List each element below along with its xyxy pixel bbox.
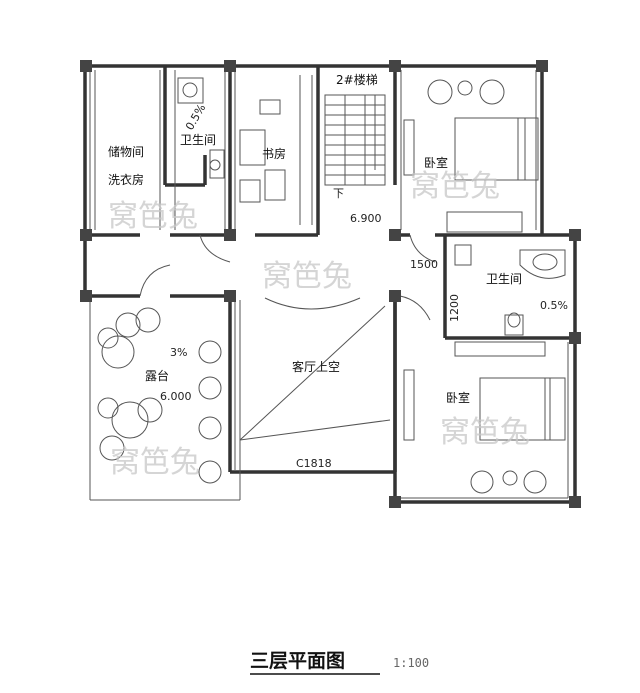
drawing-scale: 1:100: [393, 656, 429, 670]
room-storage: 储物间: [108, 144, 144, 159]
room-bedroom-top: 卧室: [424, 155, 448, 170]
elev-terrace: 6.000: [160, 390, 192, 403]
watermark: 窝笆兔: [108, 199, 198, 234]
dim-1200: 1200: [448, 294, 461, 322]
room-bath-right: 卫生间: [486, 272, 522, 286]
watermark: 窝笆兔: [262, 259, 352, 294]
bed-bottom: [403, 341, 566, 494]
walls: [83, 64, 577, 504]
slope-terrace: 3%: [170, 346, 187, 359]
bed-top: [403, 79, 539, 233]
slope-right: 0.5%: [540, 299, 568, 312]
room-terrace: 露台: [145, 368, 169, 383]
room-laundry: 洗衣房: [108, 172, 144, 187]
dim-1500: 1500: [410, 258, 438, 271]
inner-lines: [89, 70, 569, 501]
stair-down: 下: [333, 187, 344, 200]
study-furniture: [239, 99, 286, 203]
columns: [80, 60, 581, 508]
stair-treads: [324, 94, 386, 186]
drawing-title: 三层平面图: [250, 650, 345, 672]
bath-fixtures: [177, 77, 566, 336]
room-study: 书房: [262, 146, 286, 161]
room-stair: 2#楼梯: [336, 72, 378, 87]
window-c1818: C1818: [296, 457, 332, 470]
room-bath-left: 卫生间: [180, 133, 216, 147]
watermark: 窝笆兔: [410, 169, 500, 204]
slope-left: 0.5%: [183, 102, 208, 133]
room-living-void: 客厅上空: [292, 359, 340, 374]
watermark: 窝笆兔: [110, 445, 200, 480]
plants: [97, 307, 222, 484]
watermark: 窝笆兔: [440, 415, 530, 450]
room-bedroom-bottom: 卧室: [446, 390, 470, 405]
elev-stair: 6.900: [350, 212, 382, 225]
